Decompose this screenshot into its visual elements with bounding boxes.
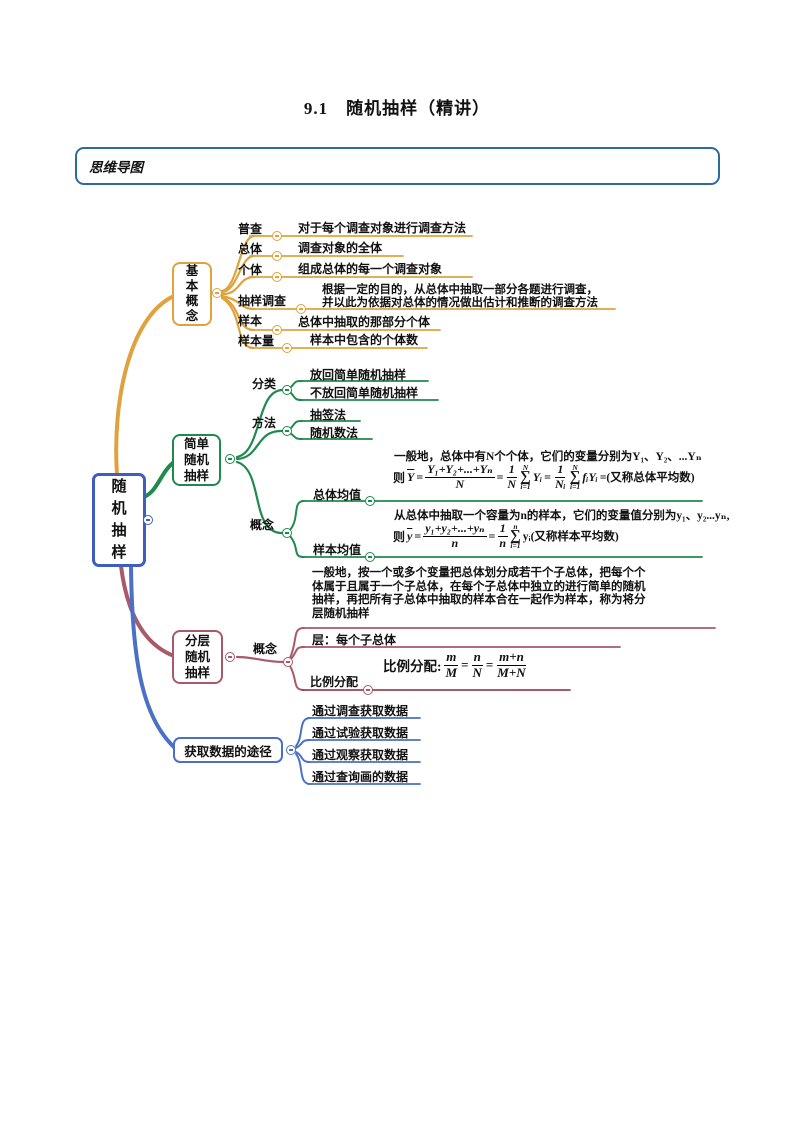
simple-concept-label: 概念 bbox=[250, 518, 275, 532]
root-node[interactable]: 随机抽样 bbox=[92, 473, 146, 567]
collapse-toggle-icon[interactable] bbox=[282, 426, 292, 436]
basic-item-label: 个体 bbox=[238, 263, 263, 277]
section-title: 思维导图 bbox=[89, 160, 143, 175]
branch-label: 简单随机抽样 bbox=[183, 437, 209, 483]
basic-item-desc: 对于每个调查对象进行调查方法 bbox=[298, 221, 467, 235]
collapse-toggle-icon[interactable] bbox=[282, 343, 292, 353]
collapse-toggle-icon[interactable] bbox=[225, 454, 235, 464]
simple-method-item: 随机数法 bbox=[310, 426, 359, 440]
branch-node-basic-concepts[interactable]: 基本概念 bbox=[172, 262, 212, 326]
population-mean-label: 总体均值 bbox=[313, 488, 362, 502]
branch-node-simple-random-sampling[interactable]: 简单随机抽样 bbox=[172, 434, 221, 486]
collapse-toggle-icon[interactable] bbox=[363, 685, 373, 695]
branch-label: 基本概念 bbox=[185, 264, 199, 323]
proportional-allocation-label: 比例分配 bbox=[310, 675, 359, 689]
collapse-toggle-icon[interactable] bbox=[272, 272, 282, 282]
simple-category-item: 不放回简单随机抽样 bbox=[310, 386, 419, 400]
data-path-item: 通过调查获取数据 bbox=[312, 704, 409, 718]
collapse-toggle-icon[interactable] bbox=[272, 231, 282, 241]
page-title: 9.1 随机抽样（精讲） bbox=[303, 99, 491, 118]
branch-node-stratified-sampling[interactable]: 分层随机抽样 bbox=[172, 630, 223, 684]
basic-item-desc: 样本中包含的个体数 bbox=[310, 333, 419, 347]
collapse-toggle-icon[interactable] bbox=[225, 652, 235, 662]
basic-item-label: 总体 bbox=[238, 242, 263, 256]
collapse-toggle-icon[interactable] bbox=[212, 288, 222, 298]
data-path-item: 通过试验获取数据 bbox=[312, 726, 409, 740]
section-header-box: 思维导图 bbox=[75, 147, 720, 185]
basic-item-desc: 根据一定的目的，从总体中抽取一部分各题进行调查， bbox=[322, 284, 598, 296]
branch-node-data-sources[interactable]: 获取数据的途径 bbox=[173, 737, 283, 763]
basic-item-desc: 调查对象的全体 bbox=[298, 241, 383, 255]
collapse-toggle-icon[interactable] bbox=[272, 325, 282, 335]
basic-item-label: 普查 bbox=[238, 222, 263, 236]
sample-mean-label: 样本均值 bbox=[313, 543, 362, 557]
data-path-item: 通过查询画的数据 bbox=[312, 770, 409, 784]
collapse-toggle-icon[interactable] bbox=[286, 745, 296, 755]
collapse-toggle-icon[interactable] bbox=[365, 552, 375, 562]
stratified-concept-label: 概念 bbox=[253, 642, 278, 656]
collapse-toggle-icon[interactable] bbox=[296, 304, 306, 314]
branch-label: 分层随机抽样 bbox=[184, 634, 210, 680]
population-mean-intro: 一般地，总体中有N个个体，它们的变量分别为Y₁、Y₂、...Yₙ bbox=[394, 451, 702, 463]
collapse-toggle-icon[interactable] bbox=[365, 496, 375, 506]
simple-method-label: 方法 bbox=[252, 416, 277, 430]
simple-category-item: 放回简单随机抽样 bbox=[310, 368, 407, 382]
data-path-item: 通过观察获取数据 bbox=[312, 748, 409, 762]
simple-category-label: 分类 bbox=[252, 377, 277, 391]
basic-item-label: 样本量 bbox=[238, 334, 275, 348]
sample-mean-intro: 从总体中抽取一个容量为n的样本，它们的变量值分别为y₁、y₂...yₙ, bbox=[394, 510, 730, 522]
collapse-toggle-icon[interactable] bbox=[143, 515, 153, 525]
simple-method-item: 抽签法 bbox=[310, 408, 347, 422]
stratified-definition: 一般地，按一个或多个变量把总体划分成若干个子总体，把每个个 体属于且属于一个子总… bbox=[312, 567, 646, 620]
basic-item-desc: 组成总体的每一个调查对象 bbox=[298, 262, 443, 276]
collapse-toggle-icon[interactable] bbox=[282, 528, 292, 538]
root-node-label: 随机抽样 bbox=[111, 479, 127, 561]
basic-item-desc: 并以此为依据对总体的情况做出估计和推断的调查方法 bbox=[322, 297, 598, 309]
stratified-layer-desc: 层：每个子总体 bbox=[312, 633, 397, 647]
basic-item-label: 抽样调查 bbox=[238, 294, 287, 308]
basic-item-label: 样本 bbox=[238, 314, 263, 328]
branch-label: 获取数据的途径 bbox=[184, 744, 272, 759]
collapse-toggle-icon[interactable] bbox=[283, 657, 293, 667]
collapse-toggle-icon[interactable] bbox=[282, 385, 292, 395]
basic-item-desc: 总体中抽取的那部分个体 bbox=[298, 315, 431, 329]
collapse-toggle-icon[interactable] bbox=[272, 251, 282, 261]
